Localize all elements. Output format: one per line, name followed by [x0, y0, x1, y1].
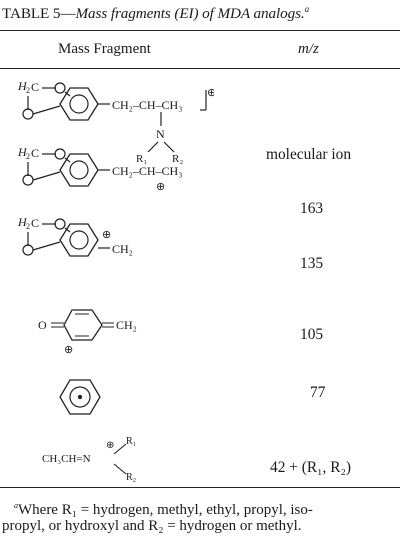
svg-text:2: 2: [26, 222, 30, 231]
svg-text:R₁: R₁: [136, 153, 147, 165]
header-rule: [0, 68, 400, 69]
svg-text:C: C: [31, 80, 39, 94]
structure-105: O CH₂ ⊕: [38, 306, 188, 367]
svg-text:⊕: ⊕: [106, 440, 114, 451]
svg-text:⊕: ⊕: [156, 181, 165, 193]
mz-row-1: molecular ion: [266, 146, 352, 163]
structure-135: H 2 C ⊕ CH₂: [14, 212, 214, 281]
ring-ch2-h: H: [17, 79, 28, 93]
structure-molecular-ion: H 2 C CH₂–CH–CH₃ N R₁ R₂ ⊕: [14, 76, 216, 173]
structure-77: [58, 376, 102, 425]
table-caption: TABLE 5—Mass fragments (EI) of MDA analo…: [2, 4, 309, 23]
footnote-line-1: aWhere R₁ = hydrogen, methyl, ethyl, pro…: [14, 501, 313, 518]
mz-row-2: 163: [300, 200, 324, 217]
caption-prefix: TABLE 5—: [2, 5, 76, 23]
svg-text:H: H: [17, 145, 28, 159]
svg-text:CH₂: CH₂: [116, 318, 137, 332]
mz-row-6: 42 + (R₁, R₂): [270, 459, 351, 476]
mz-row-5: 77: [310, 384, 326, 401]
svg-text:N: N: [156, 127, 165, 141]
svg-text:CH₃CH=N: CH₃CH=N: [42, 453, 91, 465]
svg-text:C: C: [31, 146, 39, 160]
caption-title: Mass fragments (EI) of MDA analogs.: [75, 5, 305, 23]
svg-text:⊕: ⊕: [102, 229, 111, 241]
svg-text:2: 2: [26, 86, 30, 95]
caption-footnote-mark: a: [304, 4, 310, 14]
bottom-rule: [0, 487, 400, 488]
svg-text:CH₂–CH–CH₃: CH₂–CH–CH₃: [112, 98, 182, 112]
svg-text:CH₂–CH–CH₃: CH₂–CH–CH₃: [112, 164, 182, 178]
svg-text:R₁: R₁: [126, 436, 136, 447]
header-mass-fragment: Mass Fragment: [58, 41, 151, 57]
mz-row-3: 135: [300, 255, 324, 272]
structure-163: H 2 C CH₂–CH–CH₃ ⊕: [14, 142, 214, 209]
structure-42: CH₃CH=N ⊕ R₁ R₂: [42, 434, 212, 489]
footnote-mark: a: [14, 501, 18, 510]
top-rule: [0, 30, 400, 31]
svg-text:C: C: [31, 216, 39, 230]
footnote-line-2: propyl, or hydroxyl and R₂ = hydrogen or…: [2, 518, 302, 534]
mz-row-4: 105: [300, 326, 324, 343]
svg-text:⊕: ⊕: [64, 344, 73, 356]
svg-text:2: 2: [26, 152, 30, 161]
svg-text:O: O: [38, 318, 47, 332]
svg-text:⊕: ⊕: [207, 87, 214, 99]
svg-text:R₂: R₂: [126, 472, 136, 483]
svg-text:CH₂: CH₂: [112, 242, 133, 256]
svg-text:R₂: R₂: [172, 153, 183, 165]
svg-text:H: H: [17, 215, 28, 229]
header-mz: m/z: [298, 41, 319, 57]
